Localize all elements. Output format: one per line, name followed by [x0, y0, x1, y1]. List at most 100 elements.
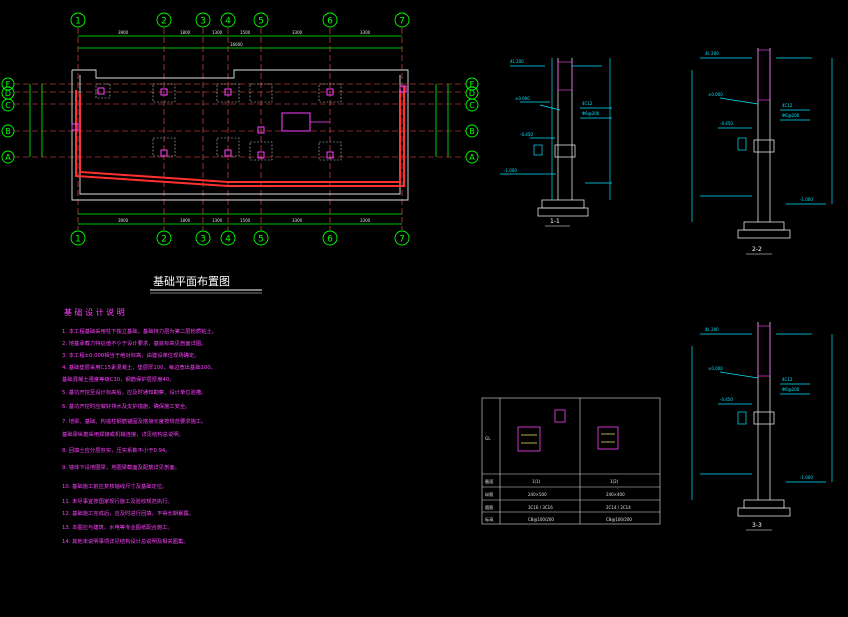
axis-bubble-5-top: 5 [253, 12, 269, 28]
axis-bubble-D-right: D [465, 86, 479, 100]
note-line: 3. 本工程±0.000相当于绝对标高，由建设单位现场确定。 [62, 351, 200, 359]
axis-bubble-C-right: C [465, 98, 479, 112]
svg-text:6: 6 [327, 17, 333, 27]
svg-text:1: 1 [75, 235, 81, 245]
svg-text:4C12: 4C12 [782, 103, 793, 108]
note-line: 14. 其他未说明事项详见结构设计总说明及相关图集。 [62, 537, 189, 545]
table-row-label: 截面 [485, 478, 493, 485]
plan-title: 基础平面布置图 [153, 275, 230, 288]
table-row-label: GL [485, 436, 491, 441]
svg-text:C: C [5, 101, 11, 110]
svg-text:-0.450: -0.450 [520, 132, 533, 137]
footings [95, 83, 342, 161]
design-notes: 基 础 设 计 说 明 1. 本工程基础采用柱下独立基础，基础持力层为第二层粉质… [62, 307, 217, 545]
svg-text:1300: 1300 [212, 30, 223, 35]
axis-bubble-3-bottom: 3 [195, 230, 211, 246]
axis-bubble-7-top: 7 [394, 12, 410, 28]
svg-text:7: 7 [399, 235, 405, 245]
axis-bubble-7-bottom: 7 [394, 230, 410, 246]
svg-text:-0.450: -0.450 [720, 397, 733, 402]
svg-text:D: D [469, 89, 475, 98]
table-cross-section-1 [517, 409, 566, 452]
svg-text:3300: 3300 [292, 30, 303, 35]
svg-text:1(2): 1(2) [610, 479, 619, 484]
axis-bubbles-right: E D C B A [465, 77, 479, 164]
svg-text:3300: 3300 [360, 30, 371, 35]
svg-text:A: A [469, 153, 475, 162]
axis-bubble-4-top: 4 [220, 12, 236, 28]
svg-text:4C12: 4C12 [582, 101, 593, 106]
notes-lines: 1. 本工程基础采用柱下独立基础，基础持力层为第二层粉质粘土。 2. 地基承载力… [62, 327, 217, 545]
svg-text:±0.000: ±0.000 [515, 96, 530, 101]
note-line: 8. 回填土应分层夯实，压实系数不小于0.94。 [62, 446, 171, 454]
svg-text:±0.000: ±0.000 [708, 366, 723, 371]
note-line: 7. 地梁、基础、构造柱钢筋锚固及搭接长度按规范要求施工。 [62, 417, 206, 425]
svg-text:4L 200: 4L 200 [510, 59, 524, 64]
note-line: 6. 基坑开挖时应做好排水及支护措施，确保施工安全。 [62, 402, 191, 410]
axis-bubbles-left: E D C B A [1, 77, 15, 164]
note-line: 1. 本工程基础采用柱下独立基础，基础持力层为第二层粉质粘土。 [62, 327, 217, 335]
table-row-label: 箍筋 [485, 504, 493, 511]
svg-text:A: A [5, 153, 11, 162]
note-line: 基础梁纵筋采用焊接或机械连接，详见结构总说明。 [62, 430, 184, 438]
svg-text:-0.450: -0.450 [720, 121, 733, 126]
axis-bubbles-top: 1 2 3 4 5 6 7 [70, 12, 410, 28]
axis-bubble-A-right: A [465, 150, 479, 164]
svg-text:4: 4 [225, 17, 231, 27]
svg-text:D: D [5, 89, 11, 98]
svg-text:6: 6 [327, 235, 333, 245]
note-line: 基础混凝土强度等级C30，钢筋保护层厚度40。 [62, 375, 175, 383]
note-line: 4. 基础垫层采用C15素混凝土，垫层厚100，每边宽出基础100。 [62, 363, 216, 371]
building-outline [71, 69, 409, 201]
plan-horizontal-axes [14, 83, 466, 158]
axis-bubble-1-bottom: 1 [70, 230, 86, 246]
axis-bubble-6-top: 6 [322, 12, 338, 28]
note-line: 5. 基坑开挖至设计标高后，应及时通知勘察、设计单位验槽。 [62, 388, 206, 396]
svg-text:4L 200: 4L 200 [705, 327, 719, 332]
table-row-labels: GL 截面 纵筋 箍筋 标高 [485, 436, 493, 523]
svg-text:1: 1 [75, 17, 81, 27]
svg-text:2C14 / 2C14: 2C14 / 2C14 [606, 505, 631, 510]
svg-text:3C16 / 3C16: 3C16 / 3C16 [528, 505, 553, 510]
svg-text:3300: 3300 [360, 218, 371, 223]
notes-title: 基 础 设 计 说 明 [64, 307, 125, 317]
axis-bubble-5-bottom: 5 [253, 230, 269, 246]
svg-text:E: E [5, 80, 10, 89]
section-1-1-hatch [557, 61, 573, 91]
section-2-2-leaders [691, 57, 833, 222]
table-row-label: 标高 [485, 516, 493, 523]
axis-bubbles-bottom: 1 2 3 4 5 6 7 [70, 230, 410, 246]
axis-bubble-C-left: C [1, 98, 15, 112]
section-3-3-label: 3-3 [752, 522, 762, 529]
svg-text:3300: 3300 [292, 218, 303, 223]
svg-text:1800: 1800 [180, 30, 191, 35]
axis-bubble-4-bottom: 4 [220, 230, 236, 246]
axis-bubble-E-right: E [465, 77, 479, 91]
axis-bubble-1-top: 1 [70, 12, 86, 28]
svg-text:B: B [469, 127, 475, 136]
section-2-2-hatch [757, 49, 771, 101]
section-1-1-label: 1-1 [550, 218, 560, 225]
svg-text:±0.000: ±0.000 [708, 92, 723, 97]
svg-text:-1.000: -1.000 [504, 168, 517, 173]
plan-dimension-lines [29, 35, 449, 225]
plan-callout-box [281, 112, 311, 132]
svg-text:4: 4 [225, 235, 231, 245]
section-3-3-hatch [757, 325, 771, 377]
note-line: 13. 本图应与建筑、水电等专业图纸配合施工。 [62, 523, 173, 531]
svg-text:C: C [469, 101, 475, 110]
svg-text:1500: 1500 [240, 30, 251, 35]
axis-bubble-D-left: D [1, 86, 15, 100]
note-line: 10. 基础施工前应复核轴线尺寸及基础定位。 [62, 482, 167, 490]
svg-text:C8@100/200: C8@100/200 [606, 517, 632, 522]
svg-text:7: 7 [399, 17, 405, 27]
